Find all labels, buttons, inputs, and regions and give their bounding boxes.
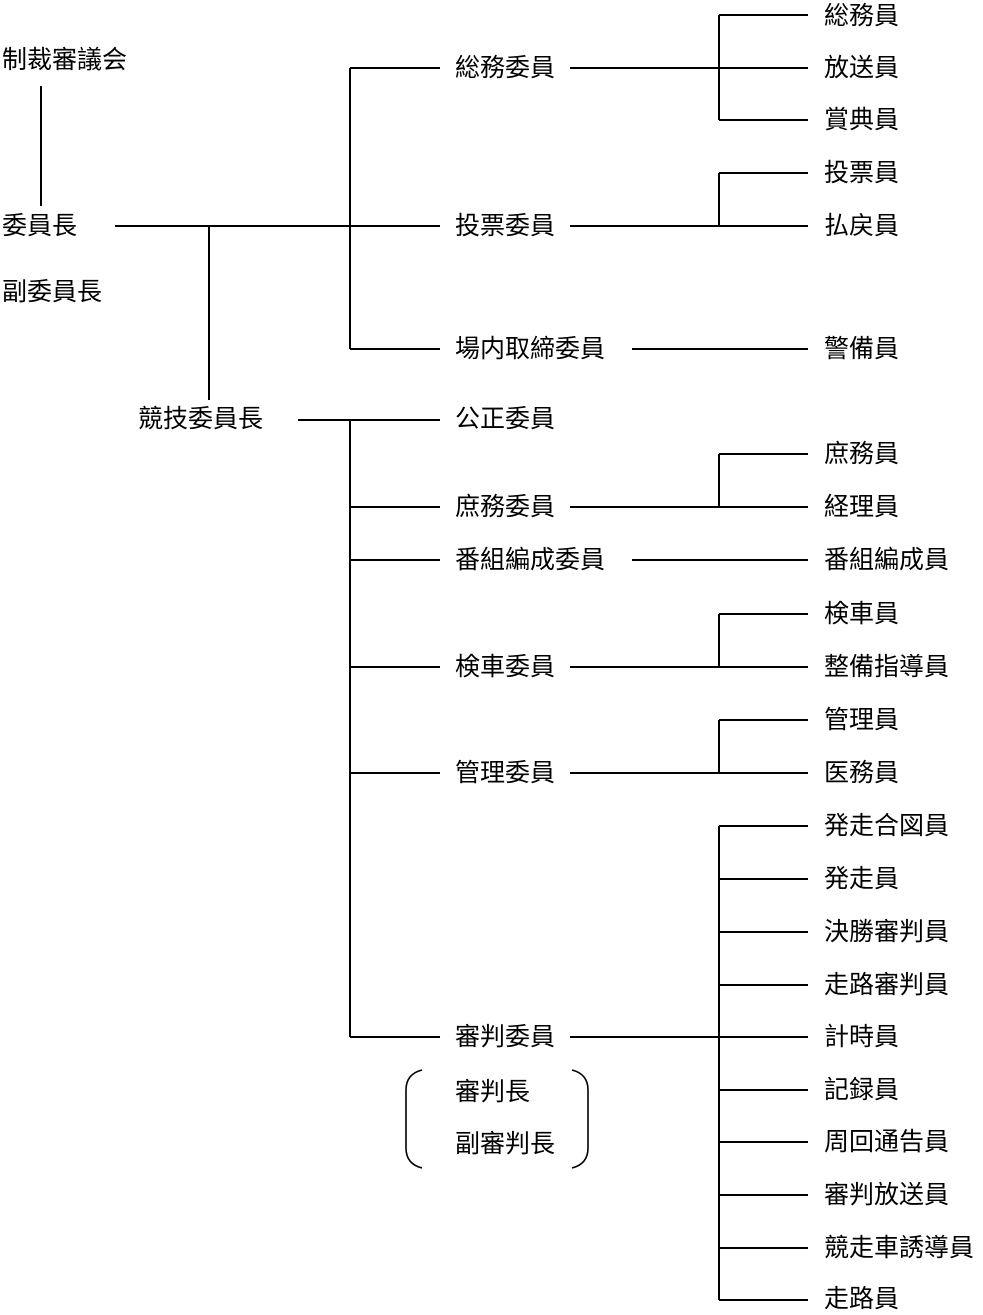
committee-judging: 審判委員 — [455, 1022, 556, 1051]
staff-label: 競走車誘導員 — [824, 1233, 975, 1262]
staff-label: 医務員 — [824, 758, 900, 787]
committee-management: 管理委員 — [455, 758, 556, 787]
chair-label: 委員長 — [2, 211, 78, 240]
staff-label: 発走員 — [824, 864, 900, 893]
staff-label: 番組編成員 — [824, 545, 950, 574]
judging-head-label: 審判長 — [455, 1077, 531, 1106]
staff-label: 総務員 — [824, 1, 900, 30]
staff-label: 発走合図員 — [824, 811, 950, 840]
committee-voting: 投票委員 — [455, 211, 556, 240]
staff-label: 審判放送員 — [824, 1180, 950, 1209]
committee-inspection: 検車委員 — [455, 652, 556, 681]
committee-venue-control: 場内取締委員 — [455, 334, 606, 363]
staff-label: 走路審判員 — [824, 970, 950, 999]
race-chair-label: 競技委員長 — [138, 404, 264, 433]
council-label: 制裁審議会 — [2, 45, 128, 74]
staff-label: 庶務員 — [824, 439, 900, 468]
staff-label: 警備員 — [824, 334, 900, 363]
staff-label: 賞典員 — [824, 105, 900, 134]
staff-label: 払戻員 — [824, 211, 900, 240]
right-bracket — [571, 1069, 589, 1169]
committee-general-affairs: 総務委員 — [455, 53, 556, 82]
committee-fairness: 公正委員 — [455, 404, 556, 433]
staff-label: 経理員 — [824, 492, 900, 521]
staff-label: 走路員 — [824, 1284, 900, 1313]
staff-label: 整備指導員 — [824, 652, 950, 681]
staff-label: 管理員 — [824, 705, 900, 734]
vice-chair-label: 副委員長 — [2, 277, 103, 306]
staff-label: 計時員 — [824, 1022, 900, 1051]
staff-label: 決勝審判員 — [824, 917, 950, 946]
staff-label: 記録員 — [824, 1075, 900, 1104]
staff-label: 放送員 — [824, 53, 900, 82]
staff-label: 検車員 — [824, 599, 900, 628]
left-bracket — [405, 1069, 423, 1169]
committee-program: 番組編成委員 — [455, 545, 606, 574]
staff-label: 投票員 — [824, 158, 900, 187]
judging-deputy-head-label: 副審判長 — [455, 1129, 556, 1158]
committee-administration: 庶務委員 — [455, 492, 556, 521]
staff-label: 周回通告員 — [824, 1127, 950, 1156]
